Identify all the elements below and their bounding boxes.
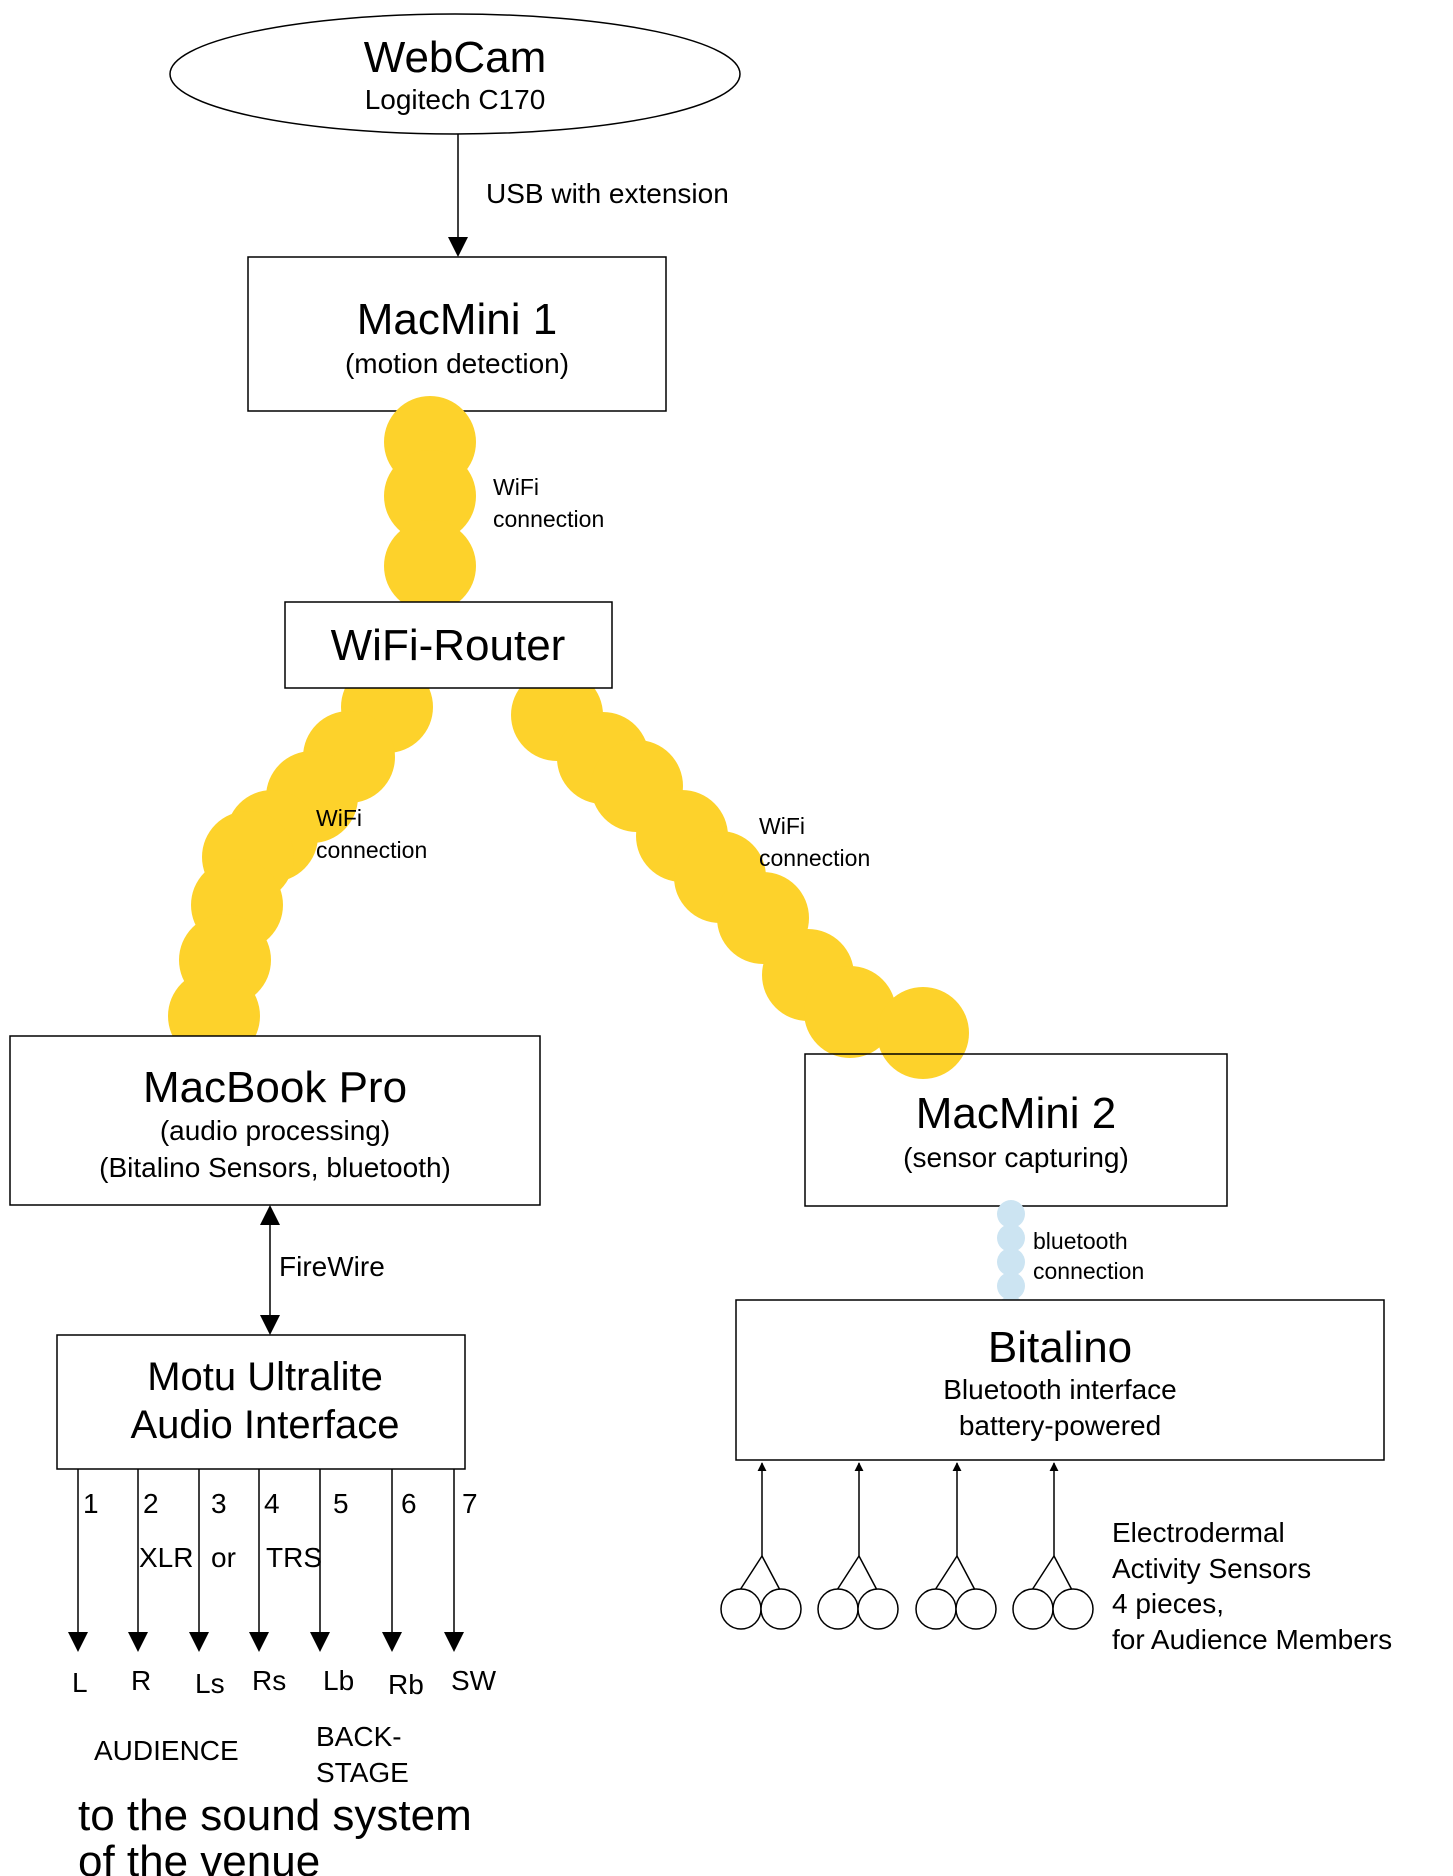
wifi-dot: [384, 450, 476, 542]
macbook-line1: (audio processing): [160, 1115, 390, 1146]
output-number-6: 6: [401, 1488, 417, 1519]
bitalino-title: Bitalino: [988, 1323, 1132, 1372]
backstage-label-line2: STAGE: [316, 1757, 409, 1788]
sensor-1: [720, 1462, 802, 1630]
macbook-node: MacBook Pro (audio processing) (Bitalino…: [9, 1035, 541, 1206]
sensor-lead: [858, 1555, 878, 1591]
webcam-subtitle: Logitech C170: [365, 84, 546, 115]
sensor-lead: [761, 1555, 781, 1591]
bluetooth-dot: [997, 1248, 1025, 1276]
macmini2-subtitle: (sensor capturing): [903, 1142, 1129, 1173]
sensor-lead: [956, 1555, 976, 1591]
sensor-electrode: [720, 1588, 762, 1630]
channel-label-L: L: [72, 1667, 88, 1698]
sensor-lead: [836, 1555, 860, 1591]
sensor-3: [915, 1462, 997, 1630]
sensor-electrode: [760, 1588, 802, 1630]
wifi-label-1-line1: WiFi: [493, 474, 539, 500]
bitalino-node: Bitalino Bluetooth interface battery-pow…: [735, 1299, 1385, 1461]
sensor-lead: [934, 1555, 958, 1591]
wifi-dot: [384, 520, 476, 612]
motu-box: [56, 1334, 466, 1470]
sensor-electrode: [857, 1588, 899, 1630]
sensors-label-line2: Activity Sensors: [1112, 1553, 1311, 1584]
webcam-ellipse: [169, 13, 741, 135]
macbook-line2: (Bitalino Sensors, bluetooth): [99, 1152, 451, 1183]
output-channels: 1 2 3 4 5 6 7 XLR or TRS L R Ls Rs Lb Rb…: [68, 1469, 497, 1700]
sensor-electrode: [955, 1588, 997, 1630]
sensor-lead: [739, 1555, 763, 1591]
wifi-label-3-line2: connection: [759, 845, 870, 871]
wifi-label-2-line1: WiFi: [316, 805, 362, 831]
sensor-2: [817, 1462, 899, 1630]
macmini1-title: MacMini 1: [357, 295, 558, 344]
channel-label-Rs: Rs: [252, 1665, 286, 1696]
macmini2-title: MacMini 2: [916, 1089, 1117, 1138]
output-number-1: 1: [83, 1488, 99, 1519]
sensor-electrode: [1012, 1588, 1054, 1630]
wifi-router-node: WiFi-Router: [284, 601, 613, 689]
sensors-label-line1: Electrodermal: [1112, 1517, 1285, 1548]
bluetooth-dot: [997, 1224, 1025, 1252]
wifi-dot: [804, 966, 896, 1058]
connector-word-or: or: [211, 1542, 236, 1573]
sensor-electrode: [915, 1588, 957, 1630]
wifi-chain-1: [384, 396, 476, 612]
macmini2-node: MacMini 2 (sensor capturing): [804, 1053, 1228, 1207]
connector-word-xlr: XLR: [139, 1542, 193, 1573]
bitalino-line1: Bluetooth interface: [943, 1374, 1177, 1405]
sensor-group: [720, 1462, 1094, 1630]
sensors-label-line4: for Audience Members: [1112, 1624, 1392, 1655]
motu-line1: Motu Ultralite: [147, 1355, 383, 1399]
wifi-label-3-line1: WiFi: [759, 813, 805, 839]
firewire-label: FireWire: [279, 1251, 385, 1282]
sensor-electrode: [817, 1588, 859, 1630]
wifi-label-2-line2: connection: [316, 837, 427, 863]
output-number-7: 7: [462, 1488, 478, 1519]
wifi-router-box: [284, 601, 613, 689]
sound-system-line1: to the sound system: [78, 1791, 472, 1840]
sound-system-line2: of the venue: [78, 1837, 320, 1876]
output-number-2: 2: [143, 1488, 159, 1519]
motu-node: Motu Ultralite Audio Interface: [56, 1334, 466, 1470]
wifi-chain-3: [511, 669, 969, 1079]
wifi-router-title: WiFi-Router: [331, 621, 566, 670]
motu-line2: Audio Interface: [130, 1403, 399, 1447]
webcam-node: WebCam Logitech C170: [169, 13, 741, 135]
wifi-dot: [877, 987, 969, 1079]
channel-label-Lb: Lb: [323, 1665, 354, 1696]
bitalino-box: [735, 1299, 1385, 1461]
backstage-label-line1: BACK-: [316, 1721, 402, 1752]
output-number-5: 5: [333, 1488, 349, 1519]
macmini1-subtitle: (motion detection): [345, 348, 569, 379]
output-number-3: 3: [211, 1488, 227, 1519]
macbook-title: MacBook Pro: [143, 1063, 407, 1112]
usb-label: USB with extension: [486, 178, 729, 209]
channel-label-SW: SW: [451, 1665, 497, 1696]
sensors-label-line3: 4 pieces,: [1112, 1588, 1224, 1619]
channel-label-Rb: Rb: [388, 1669, 424, 1700]
sensor-4: [1012, 1462, 1094, 1630]
bluetooth-dot: [997, 1272, 1025, 1300]
bluetooth-label-line1: bluetooth: [1033, 1228, 1128, 1254]
bitalino-line2: battery-powered: [959, 1410, 1161, 1441]
output-number-4: 4: [264, 1488, 280, 1519]
macmini1-box: [247, 256, 667, 412]
audience-label: AUDIENCE: [94, 1735, 239, 1766]
connector-word-trs: TRS: [266, 1542, 322, 1573]
sensor-electrode: [1052, 1588, 1094, 1630]
bluetooth-dot: [997, 1200, 1025, 1228]
channel-label-Ls: Ls: [195, 1668, 225, 1699]
webcam-title: WebCam: [364, 33, 547, 82]
wifi-label-1-line2: connection: [493, 506, 604, 532]
sensor-lead: [1053, 1555, 1073, 1591]
channel-label-R: R: [131, 1665, 151, 1696]
macmini1-node: MacMini 1 (motion detection): [247, 256, 667, 412]
sensor-lead: [1031, 1555, 1055, 1591]
bluetooth-label-line2: connection: [1033, 1258, 1144, 1284]
